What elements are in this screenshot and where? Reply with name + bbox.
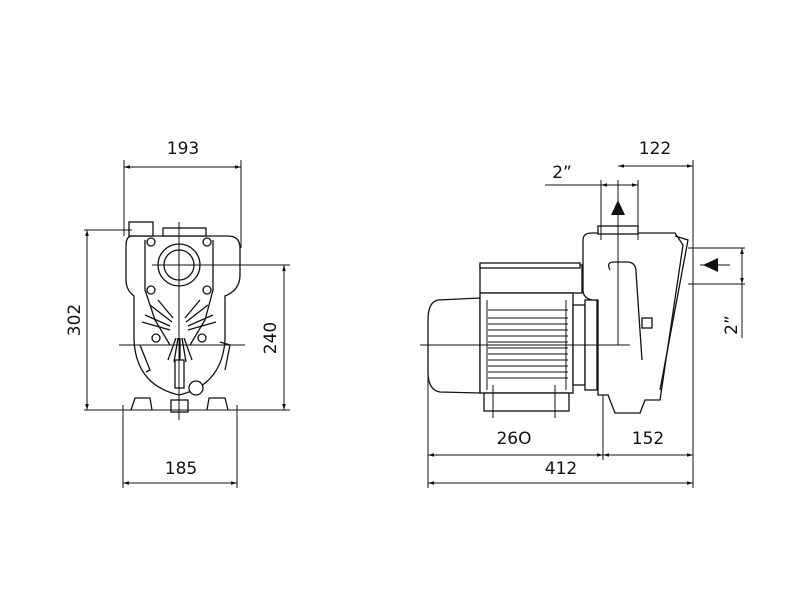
- volute-outline: [608, 261, 643, 361]
- side-view: 122 2” 2” 26O 152 412: [420, 139, 745, 488]
- dim-outlet-size: 2”: [552, 163, 572, 183]
- drain-plug: [188, 380, 204, 396]
- dim-inlet-size: 2”: [722, 315, 742, 335]
- dim-width-top: 193: [167, 139, 199, 159]
- impeller-ribs: [141, 299, 217, 363]
- dim-height-total: 302: [65, 304, 85, 336]
- dim-pump-length: 152: [632, 429, 664, 449]
- priming-plug: [128, 221, 154, 237]
- dim-height-outlet: 240: [261, 322, 281, 354]
- top-flange: [162, 227, 207, 237]
- dim-outlet-offset: 122: [639, 139, 671, 159]
- dim-motor-length: 26O: [496, 429, 531, 449]
- base-feet: [130, 397, 229, 411]
- terminal-box: [479, 264, 583, 294]
- dim-total-length: 412: [545, 459, 577, 479]
- inlet-cover: [659, 235, 689, 391]
- bolt: [641, 317, 653, 329]
- front-view: 193 302 240 185: [65, 139, 290, 488]
- motor-feet: [483, 392, 570, 412]
- cooling-fins: [486, 300, 568, 390]
- dim-width-base: 185: [165, 459, 197, 479]
- inlet-flow-arrow: [703, 258, 718, 272]
- terminal-box-lid: [479, 262, 581, 269]
- outlet-flow-arrow: [611, 200, 625, 215]
- pump-casing-side: [582, 232, 684, 414]
